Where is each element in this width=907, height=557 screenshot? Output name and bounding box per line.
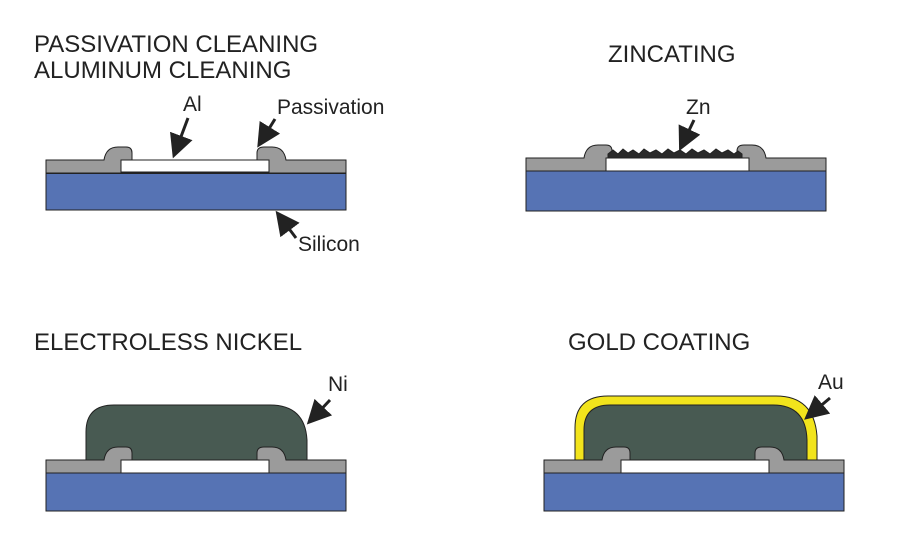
nickel-title: ELECTROLESS NICKEL bbox=[34, 329, 303, 356]
silicon-substrate bbox=[525, 170, 827, 212]
nickel-bump bbox=[583, 404, 808, 461]
nickel-bump bbox=[85, 404, 308, 461]
silicon-label: Silicon bbox=[298, 233, 360, 256]
aluminum-pad bbox=[120, 459, 270, 474]
silicon-substrate bbox=[45, 472, 347, 512]
au-label: Au bbox=[818, 371, 844, 394]
zincating-title: ZINCATING bbox=[608, 41, 736, 68]
ni-arrow bbox=[306, 398, 333, 425]
au-arrow bbox=[804, 395, 831, 420]
passivation-arrow bbox=[257, 118, 281, 148]
ni-label: Ni bbox=[328, 373, 348, 396]
aluminum-pad bbox=[620, 459, 770, 474]
silicon-substrate bbox=[543, 472, 845, 512]
al-label: Al bbox=[183, 93, 202, 116]
al-arrow bbox=[170, 117, 193, 159]
gold-title: GOLD COATING bbox=[568, 329, 751, 356]
gold-cross-section bbox=[543, 395, 845, 512]
aluminum-pad bbox=[605, 157, 750, 172]
silicon-arrow bbox=[275, 210, 300, 239]
aluminum-pad bbox=[120, 159, 270, 173]
nickel-cross-section bbox=[45, 398, 347, 512]
zn-label: Zn bbox=[686, 96, 711, 119]
zn-arrow bbox=[678, 119, 701, 152]
cleaning-title-line2: ALUMINUM CLEANING bbox=[34, 57, 292, 84]
zinc-deposit bbox=[607, 148, 743, 159]
zincating-cross-section bbox=[525, 119, 827, 212]
cleaning-cross-section bbox=[45, 117, 347, 239]
passivation-label: Passivation bbox=[277, 96, 385, 119]
cleaning-title-line1: PASSIVATION CLEANING bbox=[34, 31, 319, 58]
silicon-substrate bbox=[45, 172, 347, 211]
